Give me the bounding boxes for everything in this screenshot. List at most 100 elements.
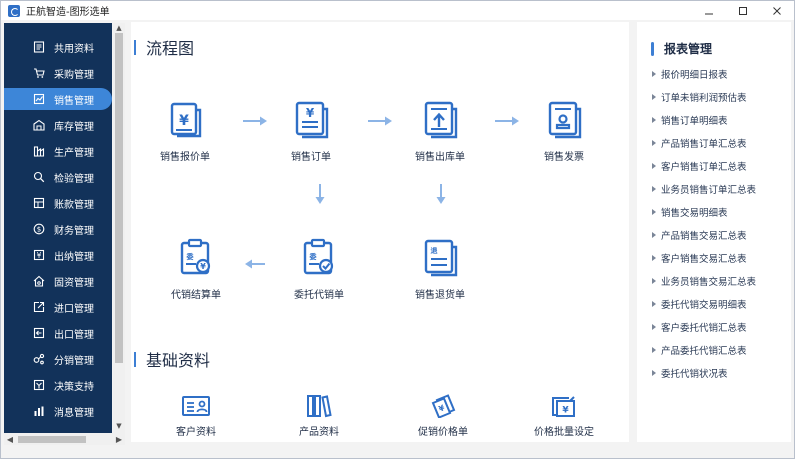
flow-node-consignment-settlement[interactable]: 委 ¥ 代销结算单: [146, 238, 246, 301]
basic-item-label: 产品资料: [299, 427, 339, 438]
scrollbar-thumb[interactable]: [115, 33, 123, 363]
sidebar-item-label: 决策支持: [54, 381, 94, 393]
flow-node-sales-outbound[interactable]: 销售出库单: [390, 100, 490, 163]
report-link[interactable]: 报价明细日报表: [652, 67, 728, 81]
report-link[interactable]: 订单未销利润预估表: [652, 90, 747, 104]
sidebar-item-import[interactable]: 进口管理: [4, 296, 112, 318]
scroll-left-icon[interactable]: ◀: [6, 434, 14, 444]
report-link[interactable]: 业务员销售订单汇总表: [652, 182, 756, 196]
report-link[interactable]: 产品销售订单汇总表: [652, 136, 747, 150]
sidebar-item-label: 财务管理: [54, 225, 94, 237]
svg-text:¥: ¥: [562, 406, 569, 416]
svg-text:¥: ¥: [306, 106, 315, 120]
sidebar-item-finance[interactable]: $ 财务管理: [4, 218, 112, 240]
bullet-triangle-icon: [652, 163, 656, 169]
basic-item-label: 价格批量设定: [534, 427, 594, 438]
sidebar-item-sales[interactable]: 销售管理: [4, 88, 112, 110]
flow-node-sales-quotation[interactable]: ¥ 销售报价单: [135, 100, 235, 163]
consign-settle-icon: 委 ¥: [180, 238, 211, 275]
sidebar-item-inspection[interactable]: 检验管理: [4, 166, 112, 188]
svg-text:退: 退: [431, 246, 438, 255]
sales-chart-icon: [32, 92, 46, 106]
sidebar-vertical-scrollbar[interactable]: ▲ ▼: [113, 23, 125, 433]
sidebar-item-label: 共用资料: [54, 43, 94, 55]
report-link[interactable]: 客户销售交易汇总表: [652, 251, 747, 265]
scroll-right-icon[interactable]: ▶: [115, 434, 123, 444]
price-batch-icon: ¥: [552, 396, 575, 417]
bullet-triangle-icon: [652, 140, 656, 146]
report-link[interactable]: 销售订单明细表: [652, 113, 728, 127]
section-accent-bar: [134, 39, 136, 55]
flow-node-label: 销售订单: [291, 152, 331, 163]
flow-node-sales-order[interactable]: ¥ 销售订单: [261, 100, 361, 163]
sidebar-item-fixed-assets[interactable]: 固资管理: [4, 270, 112, 292]
sidebar-item-label: 库存管理: [54, 121, 94, 133]
report-link[interactable]: 委托代销交易明细表: [652, 297, 747, 311]
report-link-label: 委托代销状况表: [661, 369, 728, 380]
yen-icon: ¥: [32, 248, 46, 262]
sidebar-item-label: 分销管理: [54, 355, 94, 367]
app-logo-icon: [8, 4, 20, 17]
sidebar-horizontal-scrollbar[interactable]: ◀ ▶: [4, 433, 125, 445]
return-doc-icon: 退: [424, 239, 458, 277]
scrollbar-thumb[interactable]: [18, 436, 86, 443]
scroll-down-icon[interactable]: ▼: [116, 422, 122, 430]
report-link[interactable]: 委托代销状况表: [652, 366, 728, 380]
sidebar-item-messages[interactable]: 消息管理: [4, 400, 112, 422]
report-link-label: 客户销售交易汇总表: [661, 254, 747, 265]
flow-node-consignment-order[interactable]: 委 委托代销单: [269, 238, 369, 301]
report-link-label: 客户销售订单汇总表: [661, 162, 747, 173]
close-button[interactable]: [760, 1, 794, 20]
minimize-button[interactable]: [692, 1, 726, 20]
sidebar-item-common-data[interactable]: 共用资料: [4, 36, 112, 58]
report-link[interactable]: 产品销售交易汇总表: [652, 228, 747, 242]
bullet-triangle-icon: [652, 71, 656, 77]
basic-item-customer-data[interactable]: 客户资料: [146, 394, 246, 438]
document-list-icon: [32, 40, 46, 54]
finance-icon: $: [32, 222, 46, 236]
svg-text:¥: ¥: [437, 403, 446, 414]
report-link[interactable]: 客户销售订单汇总表: [652, 159, 747, 173]
report-link-label: 产品销售订单汇总表: [661, 139, 747, 150]
invoice-doc-icon: [548, 101, 582, 139]
report-link[interactable]: 业务员销售交易汇总表: [652, 274, 756, 288]
basic-item-product-data[interactable]: 产品资料: [269, 394, 369, 438]
maximize-button[interactable]: [726, 1, 760, 20]
report-link-label: 报价明细日报表: [661, 70, 728, 81]
bullet-triangle-icon: [652, 347, 656, 353]
flow-node-sales-return[interactable]: 退 销售退货单: [390, 238, 490, 301]
sidebar-item-decision[interactable]: 决策支持: [4, 374, 112, 396]
order-doc-icon: ¥: [295, 101, 329, 139]
sidebar-item-accounts[interactable]: 账款管理: [4, 192, 112, 214]
basic-item-promo-price[interactable]: ¥ 促销价格单: [393, 394, 493, 438]
section-accent-bar: [134, 351, 136, 367]
sidebar-item-purchase[interactable]: 采购管理: [4, 62, 112, 84]
sidebar-item-distribution[interactable]: 分销管理: [4, 348, 112, 370]
basic-item-label: 客户资料: [176, 427, 216, 438]
sidebar-item-cashier[interactable]: ¥ 出纳管理: [4, 244, 112, 266]
sidebar-item-inventory[interactable]: 库存管理: [4, 114, 112, 136]
report-link[interactable]: 客户委托代销汇总表: [652, 320, 747, 334]
asset-house-icon: [32, 274, 46, 288]
svg-text:¥: ¥: [179, 113, 189, 129]
flow-node-sales-invoice[interactable]: 销售发票: [514, 100, 614, 163]
sidebar-item-label: 固资管理: [54, 277, 94, 289]
report-link-label: 订单未销利润预估表: [661, 93, 747, 104]
bullet-triangle-icon: [652, 324, 656, 330]
sidebar-item-label: 账款管理: [54, 199, 94, 211]
report-link[interactable]: 产品委托代销汇总表: [652, 343, 747, 357]
main-panel: 流程图 ¥ 销售报价单 ¥ 销售订单: [131, 22, 629, 442]
basic-item-label: 促销价格单: [418, 427, 468, 438]
flow-node-label: 销售出库单: [415, 152, 465, 163]
product-books-icon: [307, 395, 332, 418]
flow-arrow-down-icon: [436, 184, 446, 204]
report-link[interactable]: 销售交易明细表: [652, 205, 728, 219]
basic-item-price-batch[interactable]: ¥ 价格批量设定: [514, 394, 614, 438]
sidebar-item-export[interactable]: 出口管理: [4, 322, 112, 344]
scroll-up-icon[interactable]: ▲: [116, 24, 122, 32]
sidebar-item-label: 消息管理: [54, 407, 94, 419]
report-link-label: 销售订单明细表: [661, 116, 728, 127]
sidebar-item-production[interactable]: 生产管理: [4, 140, 112, 162]
flow-node-label: 销售退货单: [415, 290, 465, 301]
